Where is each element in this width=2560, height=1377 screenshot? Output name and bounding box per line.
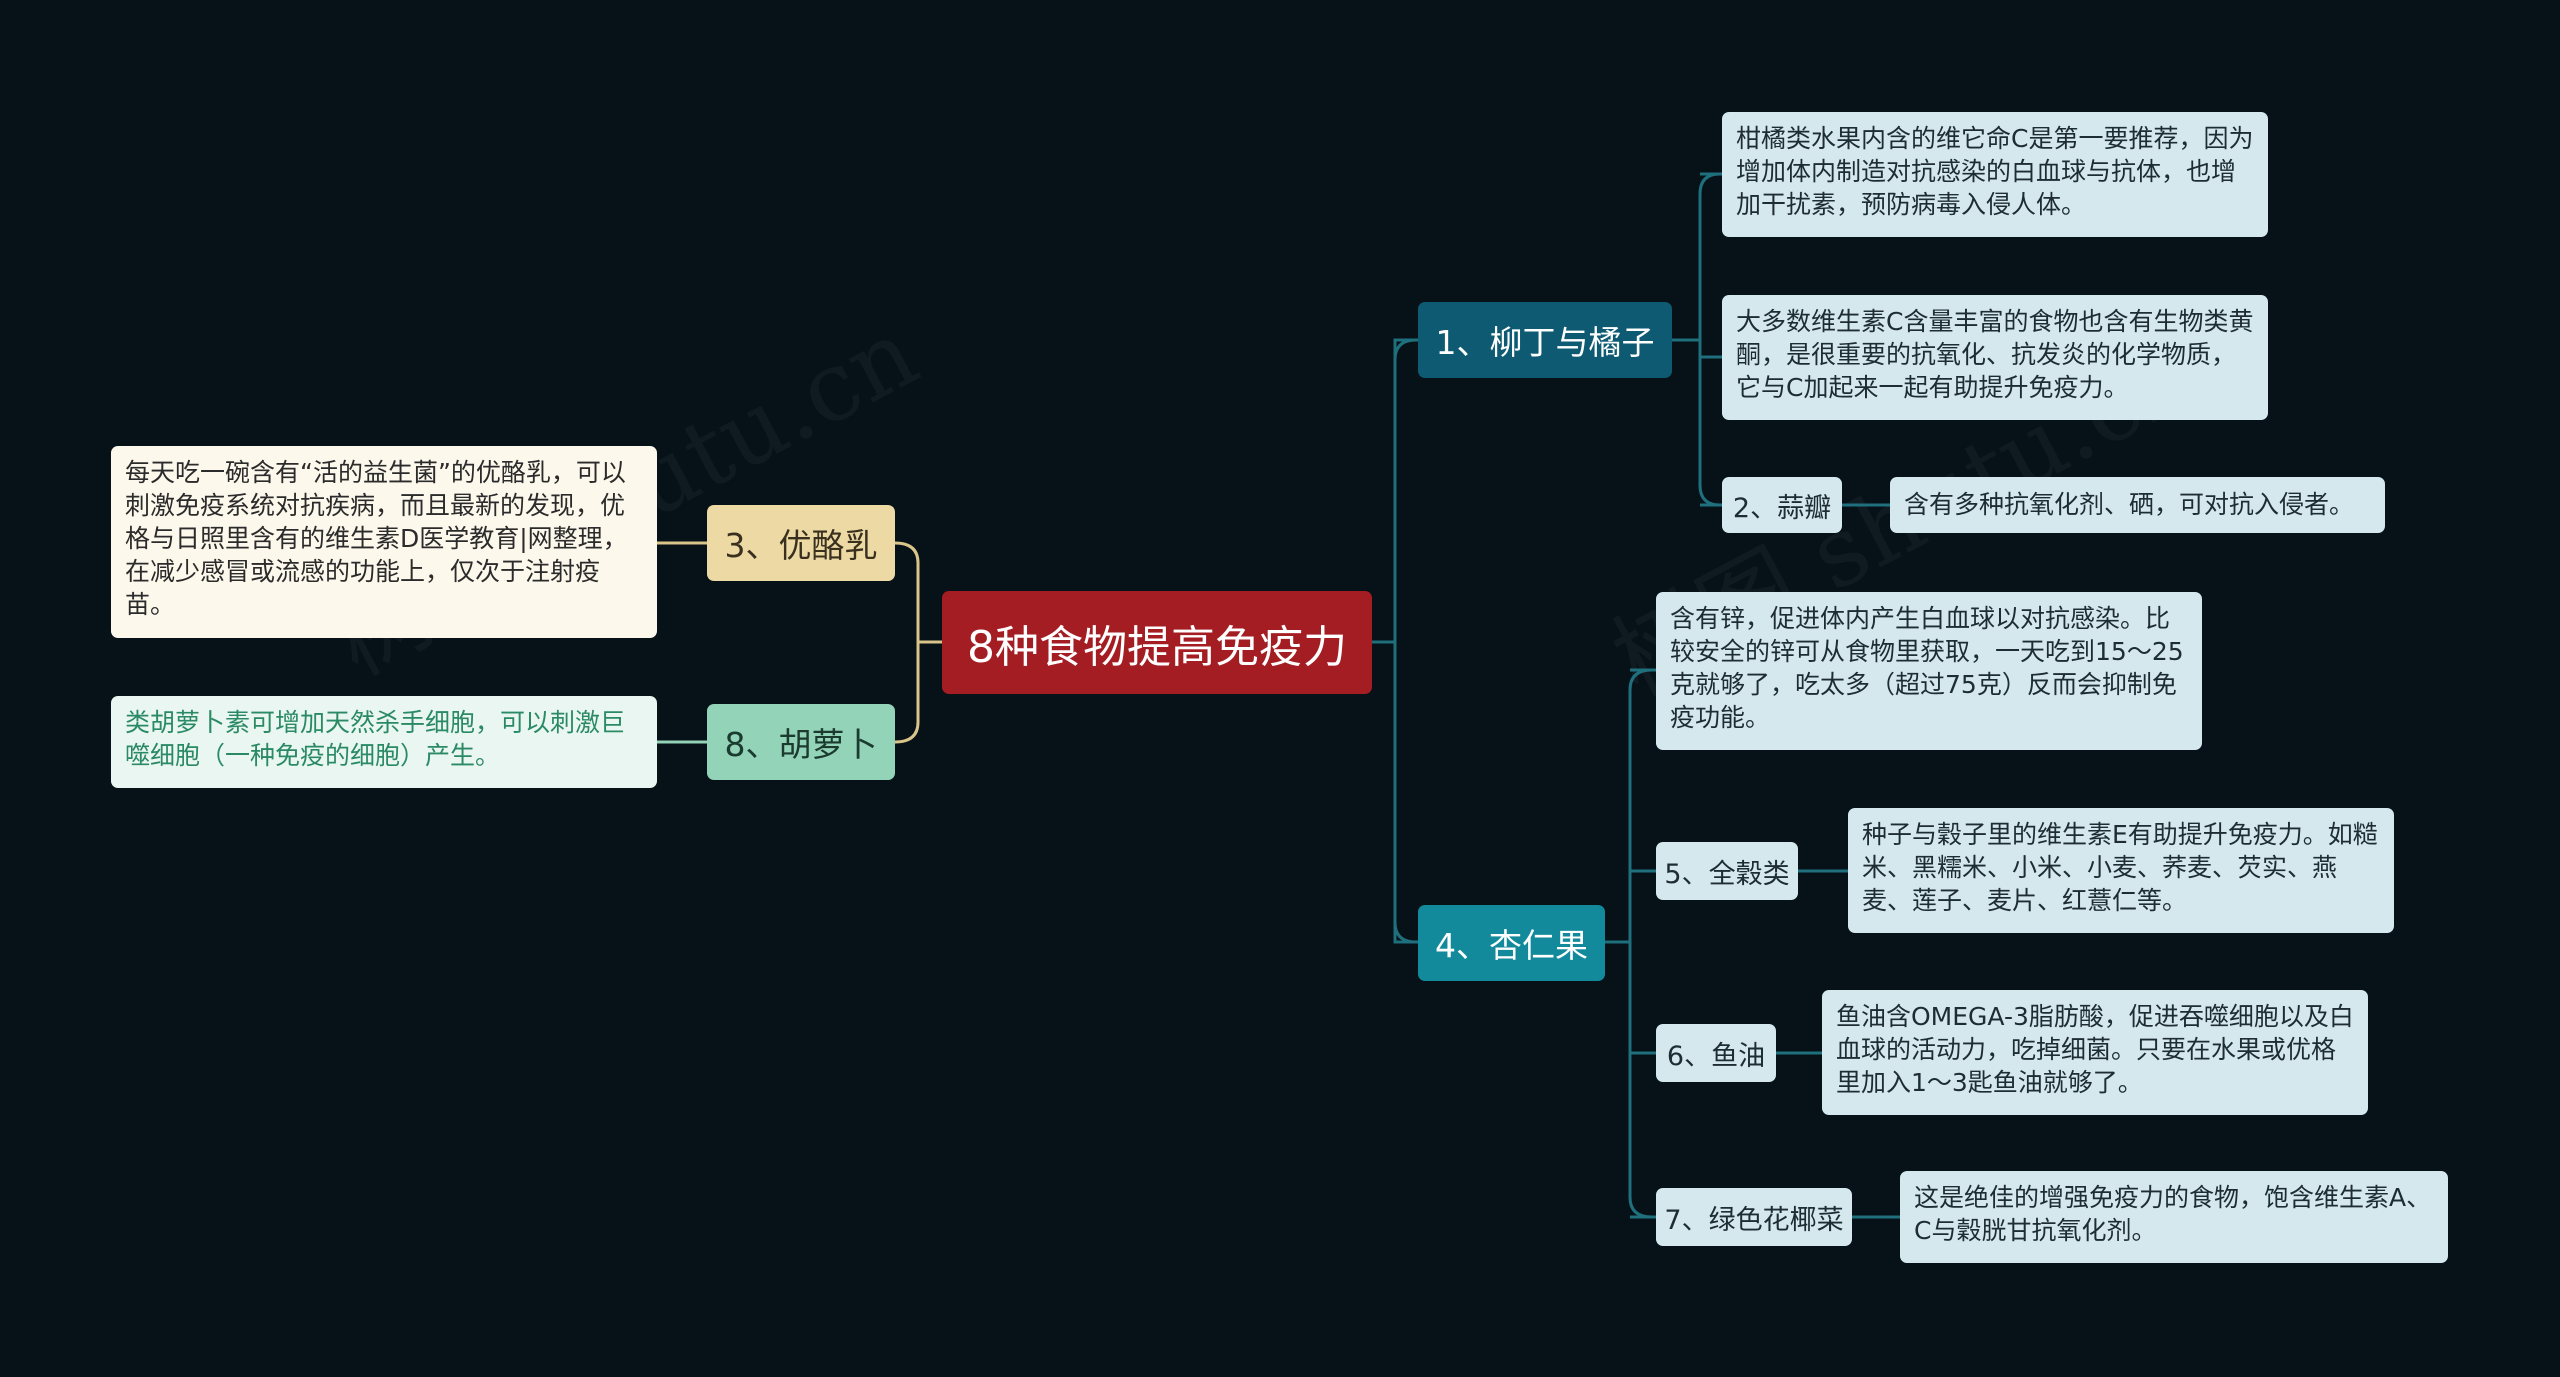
connector-trunk-left (894, 541, 920, 744)
leaf-carrot: 类胡萝卜素可增加天然杀手细胞，可以刺激巨噬细胞（一种免疫的细胞）产生。 (111, 696, 657, 788)
connector-branch1-vertical (1698, 172, 1721, 507)
sub-broccoli[interactable]: 7、绿色花椰菜 (1656, 1188, 1852, 1246)
connector-branch4-vertical (1628, 668, 1653, 1219)
connector-trunk-right (1393, 338, 1417, 944)
leaf-garlic: 含有多种抗氧化剂、硒，可对抗入侵者。 (1890, 477, 2385, 533)
connector-to-branch4 (1393, 642, 1418, 944)
leaf-fish-oil: 鱼油含OMEGA-3脂肪酸，促进吞噬细胞以及白血球的活动力，吃掉细菌。只要在水果… (1822, 990, 2368, 1115)
sub-whole-grains[interactable]: 5、全穀类 (1656, 842, 1798, 900)
sub-fish-oil[interactable]: 6、鱼油 (1656, 1024, 1776, 1082)
branch-almond[interactable]: 4、杏仁果 (1418, 905, 1605, 981)
branch-yogurt[interactable]: 3、优酪乳 (707, 505, 895, 581)
leaf-broccoli: 这是绝佳的增强免疫力的食物，饱含维生素A、C与穀胱甘抗氧化剂。 (1900, 1171, 2448, 1263)
branch-orange-tangerine[interactable]: 1、柳丁与橘子 (1418, 302, 1672, 378)
connector-to-branch1 (1393, 338, 1418, 642)
root-node[interactable]: 8种食物提高免疫力 (942, 591, 1372, 694)
branch-carrot[interactable]: 8、胡萝卜 (707, 704, 895, 780)
sub-garlic[interactable]: 2、蒜瓣 (1722, 477, 1842, 533)
leaf-whole-grains: 种子与穀子里的维生素E有助提升免疫力。如糙米、黑糯米、小米、小麦、荞麦、芡实、燕… (1848, 808, 2394, 933)
leaf-citrus-vitamin-c: 柑橘类水果内含的维它命C是第一要推荐，因为增加体内制造对抗感染的白血球与抗体，也… (1722, 112, 2268, 237)
leaf-yogurt: 每天吃一碗含有“活的益生菌”的优酪乳，可以刺激免疫系统对抗疾病，而且最新的发现，… (111, 446, 657, 638)
leaf-flavonoids: 大多数维生素C含量丰富的食物也含有生物类黄酮，是很重要的抗氧化、抗发炎的化学物质… (1722, 295, 2268, 420)
leaf-zinc: 含有锌，促进体内产生白血球以对抗感染。比较安全的锌可从食物里获取，一天吃到15～… (1656, 592, 2202, 750)
